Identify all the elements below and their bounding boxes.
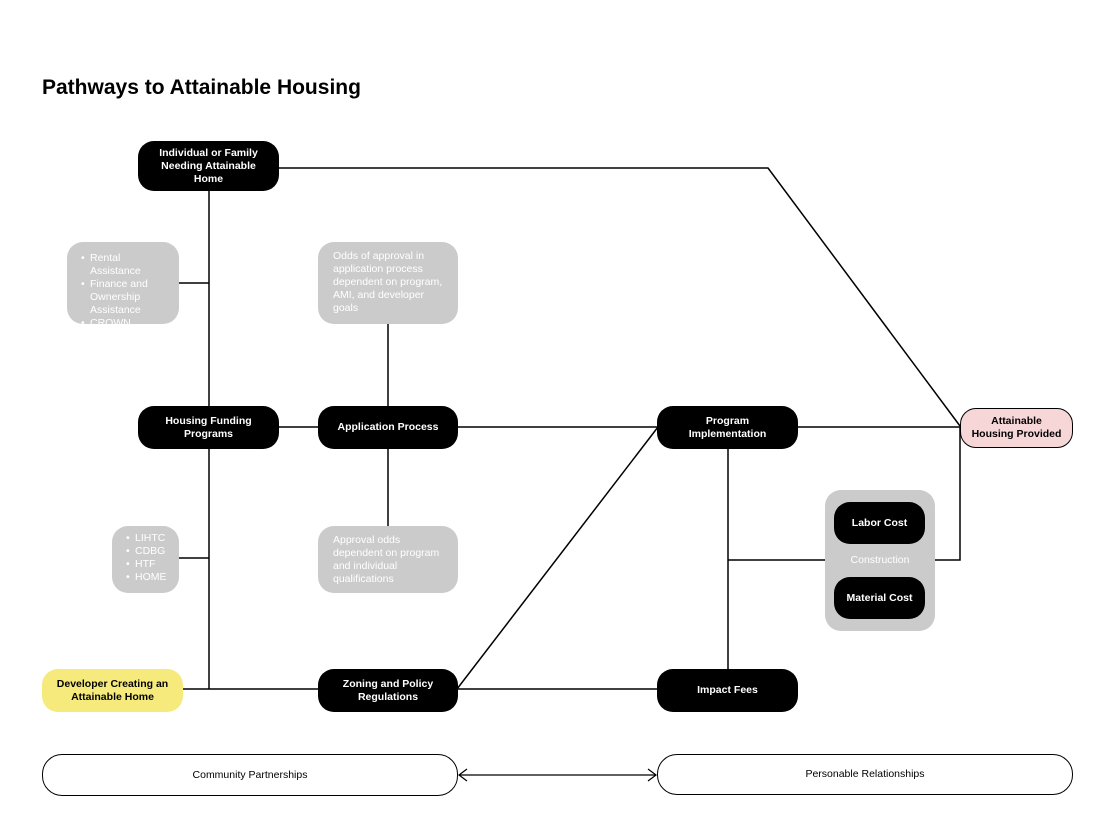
assistance-note: Rental Assistance Finance and Ownership … — [67, 242, 179, 329]
construction-group: Labor Cost Construction Material Cost — [825, 490, 935, 631]
list-item: Finance and Ownership Assistance — [81, 278, 173, 317]
program-implementation-node: Program Implementation — [657, 406, 798, 449]
construction-label: Construction — [850, 554, 910, 566]
page-title: Pathways to Attainable Housing — [42, 76, 361, 99]
individual-to-outcome-line — [278, 167, 961, 427]
individual-family-node: Individual or Family Needing Attainable … — [138, 141, 279, 191]
approval-odds-note-bottom: Approval odds dependent on program and i… — [318, 526, 458, 593]
attainable-housing-node: Attainable Housing Provided — [960, 408, 1073, 448]
approval-odds-note-top: Odds of approval in application process … — [318, 242, 458, 324]
community-partnerships-node: Community Partnerships — [42, 754, 458, 796]
list-item: HTF — [126, 558, 167, 571]
funding-programs-note: LIHTC CDBG HTF HOME — [112, 526, 179, 593]
list-item: Rental Assistance — [81, 252, 173, 278]
impact-fees-node: Impact Fees — [657, 669, 798, 712]
list-item: CDBG — [126, 545, 167, 558]
zoning-policy-node: Zoning and Policy Regulations — [318, 669, 458, 712]
list-item: CROWN — [81, 317, 173, 330]
developer-node: Developer Creating an Attainable Home — [42, 669, 183, 712]
application-process-node: Application Process — [318, 406, 458, 449]
housing-funding-programs-node: Housing Funding Programs — [138, 406, 279, 449]
list-item: LIHTC — [126, 532, 167, 545]
personable-relationships-node: Personable Relationships — [657, 754, 1073, 795]
material-cost-node: Material Cost — [834, 577, 925, 619]
labor-cost-node: Labor Cost — [834, 502, 925, 544]
list-item: HOME — [126, 571, 167, 584]
